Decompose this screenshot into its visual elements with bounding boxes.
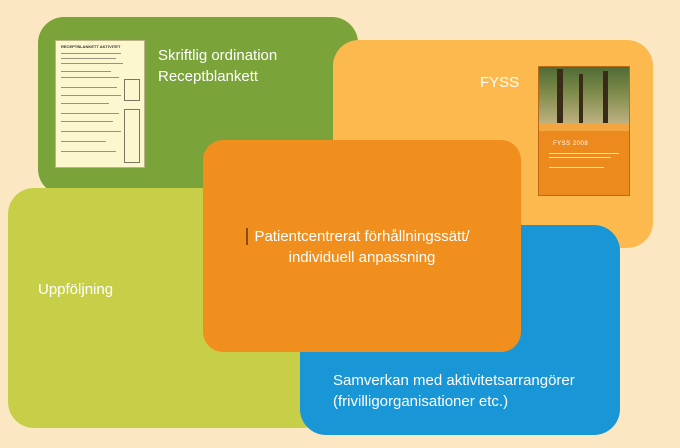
patient-centered-box — [203, 140, 521, 352]
fyss-book-image: FYSS 2008 — [538, 66, 630, 196]
prescription-form-image: RECEPTBLANKETT AKTIVITET — [55, 40, 145, 168]
book-cover-photo — [539, 67, 629, 129]
written-prescription-label: Skriftlig ordination Receptblankett — [158, 47, 278, 85]
followup-label: Uppföljning — [38, 281, 114, 298]
text-cursor — [246, 228, 248, 245]
form-title: RECEPTBLANKETT AKTIVITET — [61, 44, 121, 49]
fyss-label: FYSS — [480, 74, 520, 91]
collaboration-label: Samverkan med aktivitetsarrangörer (friv… — [333, 372, 575, 410]
patient-centered-label: Patientcentrerat förhållningssätt/ indiv… — [254, 228, 470, 266]
book-title: FYSS 2008 — [553, 141, 589, 147]
